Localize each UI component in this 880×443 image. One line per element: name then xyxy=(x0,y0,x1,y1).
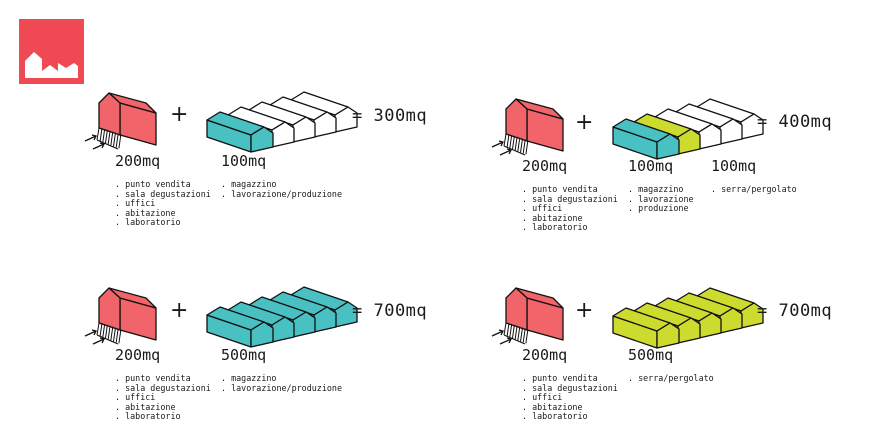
function-item: produzione xyxy=(628,204,694,214)
area-label: 100mq xyxy=(628,157,674,175)
function-item: laboratorio xyxy=(115,412,211,422)
block-greenhouse: 500mq serra/pergolato xyxy=(628,346,714,384)
plus-sign: + xyxy=(170,298,189,323)
area-label: 500mq xyxy=(628,346,674,364)
function-item: laboratorio xyxy=(522,412,618,422)
function-item: lavorazione/produzione xyxy=(221,189,342,200)
total-area: = 300mq xyxy=(352,106,428,126)
function-item: magazzino xyxy=(628,184,694,195)
function-item: uffici xyxy=(522,393,618,403)
scheme-illustration xyxy=(84,91,358,153)
function-item: serra/pergolato xyxy=(628,373,714,384)
block-warehouse: 500mq magazzino lavorazione/produzione xyxy=(221,346,342,393)
shed-row-icon xyxy=(206,91,358,153)
function-list: punto vendita sala degustazioni uffici a… xyxy=(115,373,211,422)
function-item: serra/pergolato xyxy=(711,184,797,195)
shed-row-icon xyxy=(612,98,764,160)
arrow-icon xyxy=(84,329,97,337)
shed-module-icon xyxy=(206,306,274,348)
area-label: 100mq xyxy=(711,157,757,175)
area-label: 200mq xyxy=(115,152,161,170)
function-item: uffici xyxy=(522,204,618,214)
function-item: magazzino xyxy=(221,373,342,384)
function-list: punto vendita sala degustazioni uffici a… xyxy=(522,373,618,422)
area-label: 200mq xyxy=(522,157,568,175)
function-item: magazzino xyxy=(221,179,342,190)
scheme-700mq-greenhouse: + = 700mq 200mq punto vendita sala degus… xyxy=(487,283,880,443)
function-item: abitazione xyxy=(522,402,618,413)
total-area: = 700mq xyxy=(757,301,833,321)
function-list: magazzino lavorazione produzione xyxy=(628,184,694,214)
function-item: laboratorio xyxy=(115,218,211,228)
function-item: punto vendita xyxy=(115,179,211,190)
shed-module-icon xyxy=(612,307,680,349)
function-item: punto vendita xyxy=(522,373,618,384)
area-label: 200mq xyxy=(522,346,568,364)
area-label: 500mq xyxy=(221,346,267,364)
shed-row-icon xyxy=(612,287,764,349)
function-list: serra/pergolato xyxy=(628,373,714,384)
function-item: abitazione xyxy=(522,213,618,224)
function-item: abitazione xyxy=(115,402,211,413)
block-warehouse: 100mq magazzino lavorazione produzione xyxy=(628,157,694,214)
scheme-illustration xyxy=(491,287,764,349)
function-item: lavorazione/produzione xyxy=(221,383,342,394)
plus-sign: + xyxy=(170,102,189,127)
scheme-300mq: + = 300mq 200mq punto vendita sala degus… xyxy=(80,88,510,248)
scheme-illustration xyxy=(491,98,764,160)
function-item: sala degustazioni xyxy=(115,189,211,200)
shed-row-icon xyxy=(206,286,358,348)
function-item: uffici xyxy=(115,199,211,209)
arrow-icon xyxy=(491,140,504,148)
arrow-icon xyxy=(499,337,512,345)
total-area: = 400mq xyxy=(757,112,833,132)
shed-module-icon xyxy=(206,111,274,153)
function-list: serra/pergolato xyxy=(711,184,797,195)
plus-sign: + xyxy=(575,110,594,135)
arrow-icon xyxy=(491,329,504,337)
block-greenhouse: 100mq serra/pergolato xyxy=(711,157,797,195)
factory-logo-icon xyxy=(19,19,84,84)
block-main: 200mq punto vendita sala degustazioni uf… xyxy=(522,346,618,422)
total-area: = 700mq xyxy=(352,301,428,321)
function-list: magazzino lavorazione/produzione xyxy=(221,179,342,200)
shed-module-icon xyxy=(612,118,680,160)
function-list: punto vendita sala degustazioni uffici a… xyxy=(115,179,211,228)
main-building-icon xyxy=(84,92,157,150)
plus-sign: + xyxy=(575,298,594,323)
scheme-400mq: + = 400mq 200mq punto vendita sala degus… xyxy=(487,94,880,254)
function-item: abitazione xyxy=(115,208,211,219)
scheme-illustration xyxy=(84,286,358,348)
arrow-icon xyxy=(92,337,105,345)
function-item: uffici xyxy=(115,393,211,403)
function-list: punto vendita sala degustazioni uffici a… xyxy=(522,184,618,233)
arrow-icon xyxy=(84,134,97,142)
area-label: 200mq xyxy=(115,346,161,364)
arrow-icon xyxy=(499,148,512,156)
function-item: sala degustazioni xyxy=(115,383,211,394)
block-main: 200mq punto vendita sala degustazioni uf… xyxy=(115,152,211,228)
main-building-icon xyxy=(491,287,564,345)
block-warehouse: 100mq magazzino lavorazione/produzione xyxy=(221,152,342,199)
function-item: punto vendita xyxy=(522,184,618,195)
main-building-icon xyxy=(84,287,157,345)
arrow-icon xyxy=(92,142,105,150)
block-main: 200mq punto vendita sala degustazioni uf… xyxy=(522,157,618,233)
area-label: 100mq xyxy=(221,152,267,170)
block-main: 200mq punto vendita sala degustazioni uf… xyxy=(115,346,211,422)
function-item: sala degustazioni xyxy=(522,194,618,205)
main-building-icon xyxy=(491,98,564,156)
scheme-700mq-production: + = 700mq 200mq punto vendita sala degus… xyxy=(80,283,510,443)
function-list: magazzino lavorazione/produzione xyxy=(221,373,342,394)
function-item: laboratorio xyxy=(522,223,618,233)
function-item: lavorazione xyxy=(628,194,693,205)
function-item: sala degustazioni xyxy=(522,383,618,394)
function-item: punto vendita xyxy=(115,373,211,384)
